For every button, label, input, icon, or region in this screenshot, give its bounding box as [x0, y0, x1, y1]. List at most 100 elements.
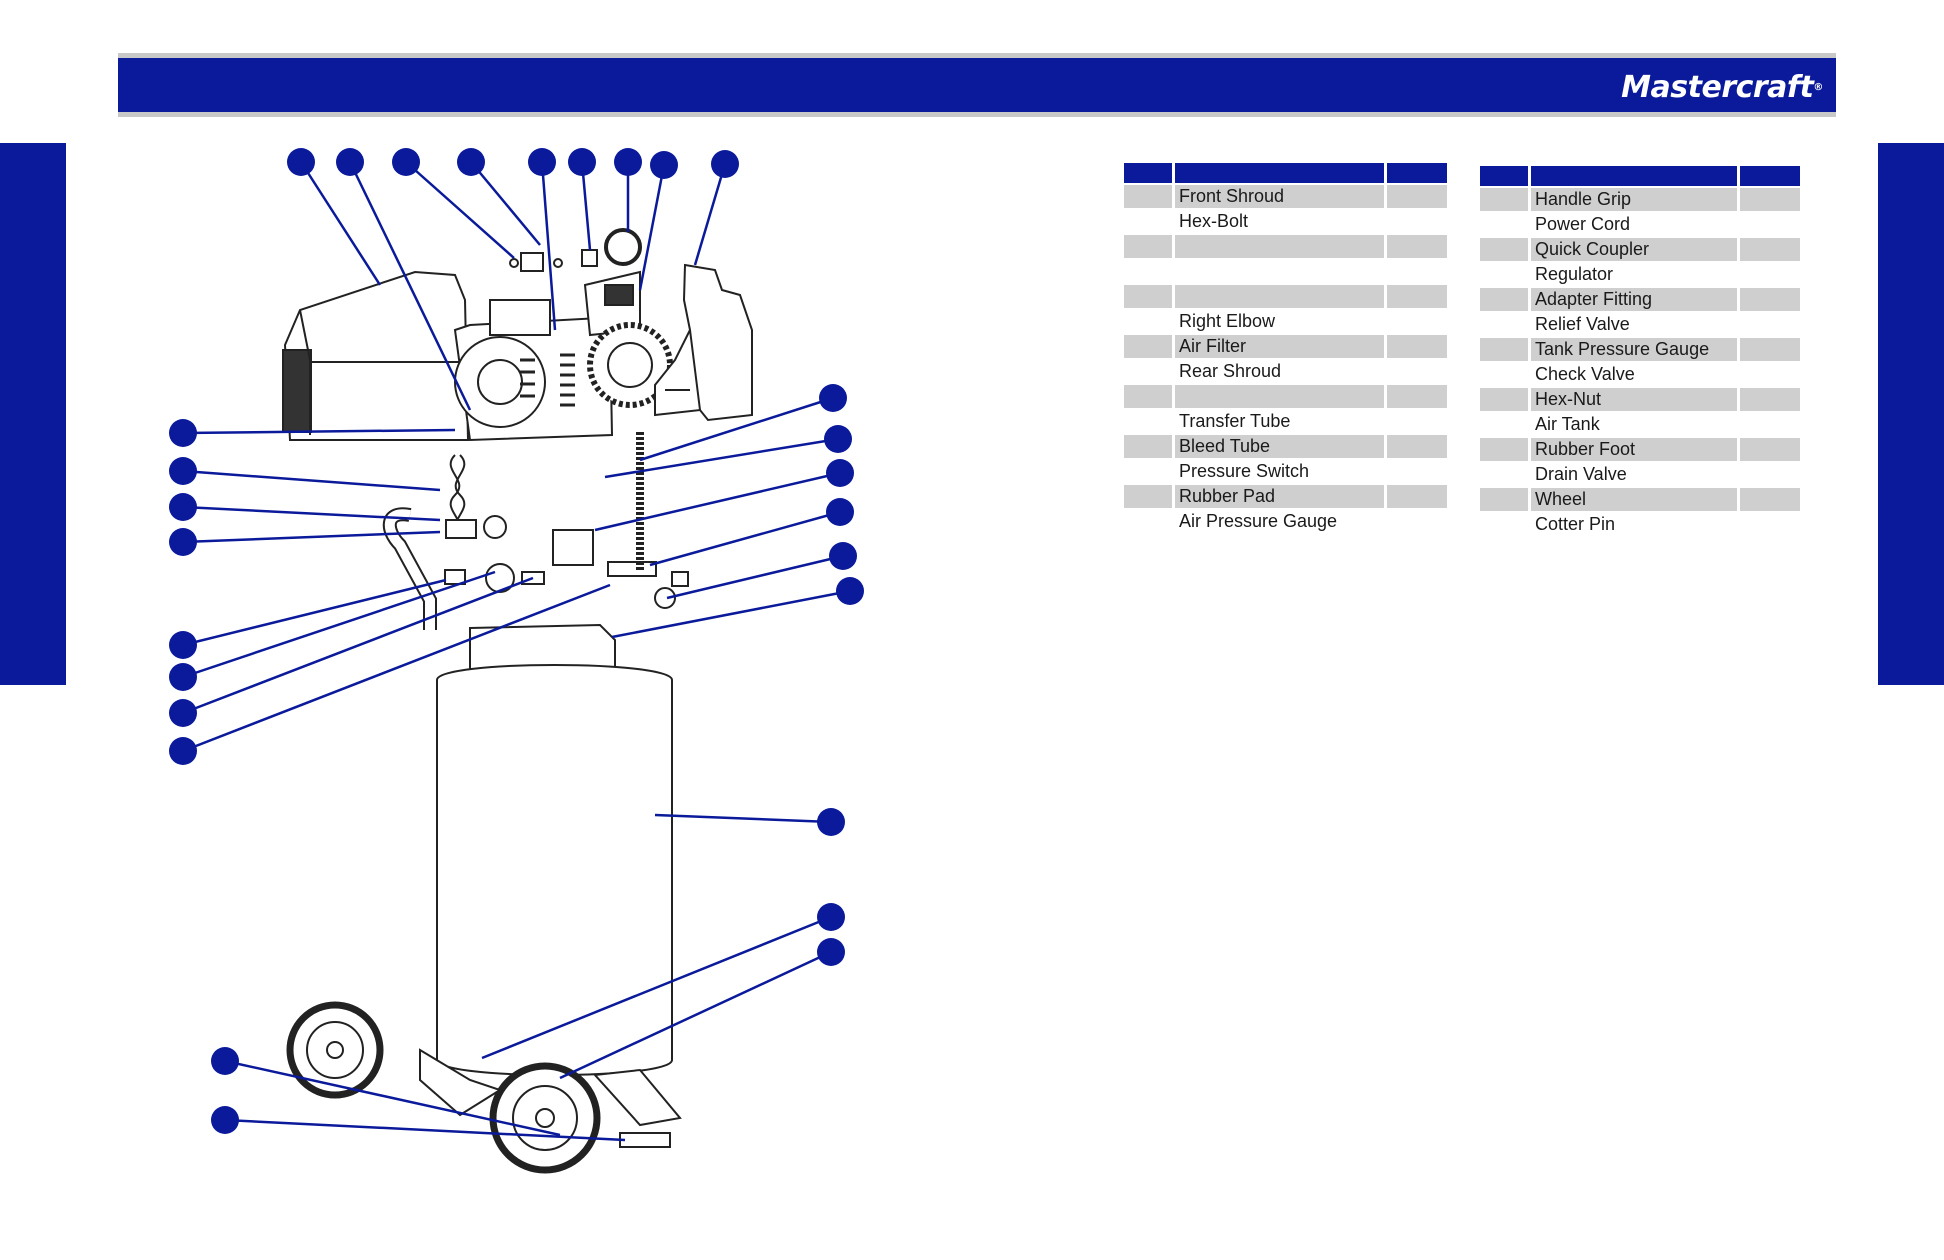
table-row: Rubber Pad	[1124, 485, 1447, 508]
part-name-cell: Front Shroud	[1175, 185, 1384, 208]
part-qty-cell	[1387, 210, 1447, 233]
part-number-cell	[1124, 385, 1172, 408]
part-qty-cell	[1387, 335, 1447, 358]
part-number-cell	[1480, 263, 1528, 286]
part-number-cell	[1124, 335, 1172, 358]
part-qty-cell	[1387, 385, 1447, 408]
callout-circle	[650, 151, 678, 179]
part-number-cell	[1480, 488, 1528, 511]
part-number-cell	[1480, 363, 1528, 386]
part-number-cell	[1124, 310, 1172, 333]
header-cell	[1480, 166, 1528, 186]
callout-circle	[819, 384, 847, 412]
logo-text: Mastercraft	[1621, 69, 1814, 105]
rear-shroud-drawing	[654, 263, 753, 422]
part-qty-cell	[1740, 338, 1800, 361]
logo-registered-mark: ®	[1813, 81, 1823, 93]
part-number-cell	[1480, 338, 1528, 361]
part-number-cell	[1124, 485, 1172, 508]
callout-circle	[211, 1106, 239, 1134]
part-name-cell: Transfer Tube	[1179, 411, 1291, 431]
header-cell	[1124, 163, 1172, 183]
mastercraft-logo: Mastercraft®	[1608, 66, 1836, 108]
callout-circle	[826, 459, 854, 487]
callout-circle	[169, 699, 197, 727]
part-qty-cell	[1387, 485, 1447, 508]
part-name-cell: Hex-Nut	[1531, 388, 1737, 411]
part-name-cell: Rubber Pad	[1175, 485, 1384, 508]
part-qty-cell	[1740, 488, 1800, 511]
table-row	[1124, 260, 1447, 283]
part-qty-cell	[1387, 185, 1447, 208]
header-band	[118, 53, 1836, 117]
top-small-parts-drawing	[509, 228, 642, 272]
part-qty-cell	[1740, 438, 1800, 461]
part-name-cell: Regulator	[1535, 264, 1614, 284]
air-tank-drawing	[436, 623, 673, 1076]
table-row: Regulator	[1480, 263, 1800, 286]
part-qty-cell	[1740, 288, 1800, 311]
part-name-cell: Cotter Pin	[1535, 514, 1616, 534]
callout-circle	[826, 498, 854, 526]
right-edge-tab	[1878, 143, 1944, 685]
part-number-cell	[1480, 463, 1528, 486]
motor-drawing	[453, 299, 614, 442]
part-name-cell: Rear Shroud	[1179, 361, 1282, 381]
part-qty-cell	[1387, 310, 1447, 333]
callout-circle	[817, 903, 845, 931]
table-row: Cotter Pin	[1480, 513, 1800, 536]
part-number-cell	[1124, 435, 1172, 458]
front-shroud-drawing	[282, 270, 470, 441]
part-qty-cell	[1740, 313, 1800, 336]
part-number-cell	[1480, 438, 1528, 461]
part-name-cell: Check Valve	[1535, 364, 1635, 384]
part-number-cell	[1124, 285, 1172, 308]
part-name-cell	[1175, 235, 1384, 258]
callouts	[169, 148, 864, 1134]
part-qty-cell	[1740, 513, 1800, 536]
callout-circle	[169, 631, 197, 659]
part-qty-cell	[1740, 238, 1800, 261]
header-cell	[1175, 163, 1384, 183]
part-name-cell: Rubber Foot	[1531, 438, 1737, 461]
part-name-cell: Air Tank	[1535, 414, 1600, 434]
table-row	[1124, 285, 1447, 308]
callout-circle	[568, 148, 596, 176]
wheels-drawing	[286, 1001, 682, 1174]
callout-circle	[211, 1047, 239, 1075]
part-name-cell	[1175, 260, 1384, 283]
part-number-cell	[1480, 213, 1528, 236]
part-number-cell	[1124, 210, 1172, 233]
table-row: Adapter Fitting	[1480, 288, 1800, 311]
table-row: Transfer Tube	[1124, 410, 1447, 433]
part-qty-cell	[1740, 413, 1800, 436]
part-name-cell: Quick Coupler	[1531, 238, 1737, 261]
part-name-cell: Power Cord	[1535, 214, 1631, 234]
part-name-cell: Air Pressure Gauge	[1179, 511, 1338, 531]
header-cell	[1740, 166, 1800, 186]
table-row: Pressure Switch	[1124, 460, 1447, 483]
table-row: Air Filter	[1124, 335, 1447, 358]
left-edge-tab	[0, 143, 66, 685]
part-name-cell: Air Filter	[1175, 335, 1384, 358]
callout-circle	[169, 663, 197, 691]
part-qty-cell	[1387, 460, 1447, 483]
part-number-cell	[1124, 260, 1172, 283]
callout-circle	[169, 457, 197, 485]
part-name-cell: Pressure Switch	[1179, 461, 1310, 481]
part-number-cell	[1480, 188, 1528, 211]
part-name-cell: Wheel	[1531, 488, 1737, 511]
callout-circle	[169, 419, 197, 447]
part-qty-cell	[1387, 435, 1447, 458]
table-row: Hex-Bolt	[1124, 210, 1447, 233]
part-name-cell: Drain Valve	[1535, 464, 1627, 484]
table-row: Tank Pressure Gauge	[1480, 338, 1800, 361]
table-row: Front Shroud	[1124, 185, 1447, 208]
callout-circle	[287, 148, 315, 176]
table-row: Air Tank	[1480, 413, 1800, 436]
part-number-cell	[1480, 288, 1528, 311]
part-name-cell: Adapter Fitting	[1531, 288, 1737, 311]
header-cell	[1531, 166, 1737, 186]
part-name-cell: Right Elbow	[1179, 311, 1276, 331]
